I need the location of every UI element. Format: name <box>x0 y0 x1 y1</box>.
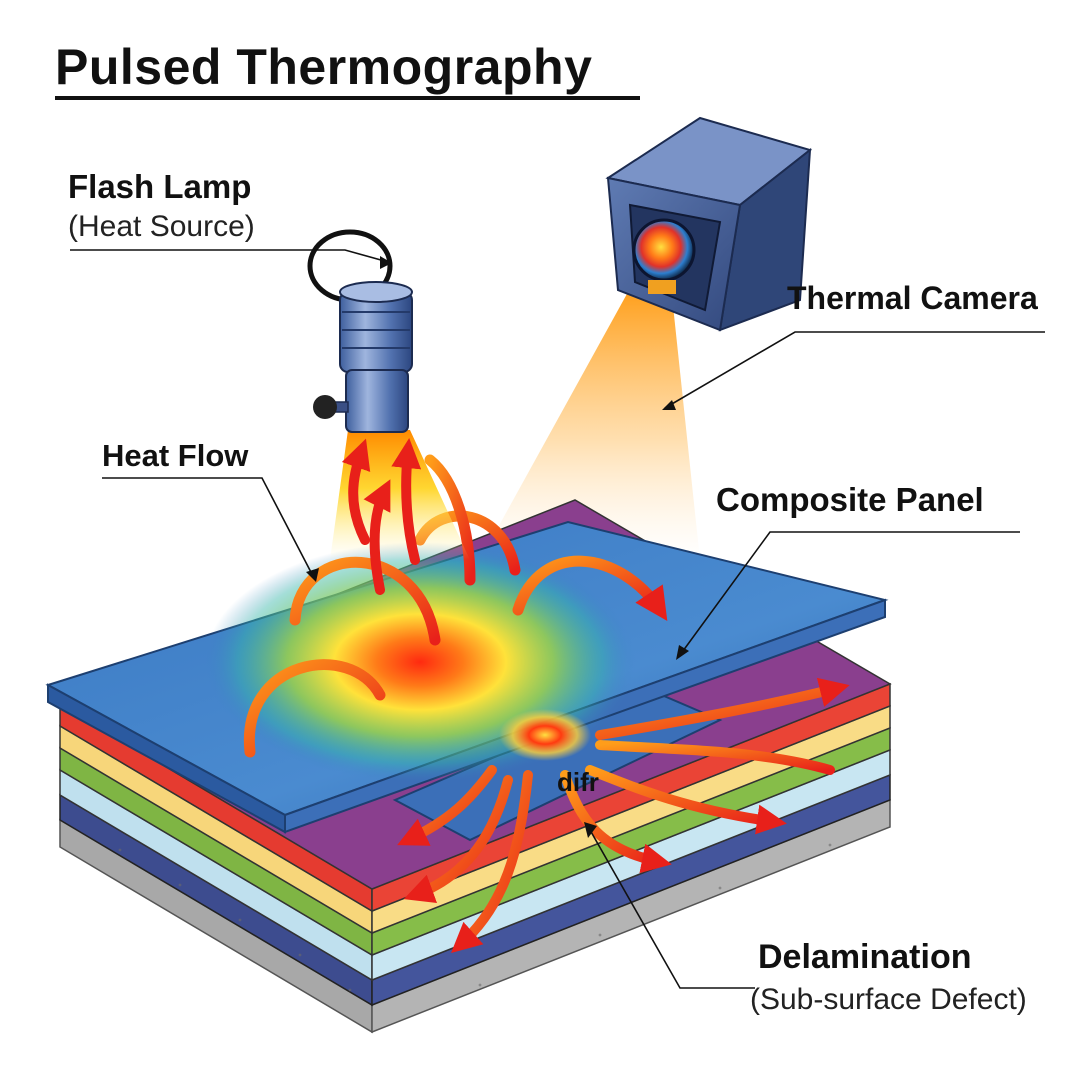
thermal-camera-leader <box>664 331 1045 409</box>
camera-view-beam <box>480 292 700 560</box>
delamination-leader <box>589 829 755 989</box>
flash-lamp-label: Flash Lamp <box>68 168 252 205</box>
delamination-leader-arrowhead <box>584 822 597 838</box>
composite-panel <box>45 520 889 834</box>
callout-leaders <box>70 249 1045 989</box>
delamination-label: Delamination <box>758 938 972 976</box>
flash-lamp-leader <box>70 249 389 263</box>
defect-mark-label: difr <box>557 767 599 797</box>
composite-panel-leader-arrowhead <box>676 645 689 660</box>
flash-lamp-device <box>307 229 413 433</box>
thermal-camera-device <box>605 116 813 332</box>
heat-flow-label: Heat Flow <box>102 438 249 473</box>
subsurface-heat-flow-arrows <box>397 677 850 953</box>
diagram-title: Pulsed Thermography <box>55 39 593 95</box>
lamp-heat-arrows <box>341 438 422 595</box>
heat-flow-leader <box>102 477 315 579</box>
flash-lamp-sublabel: (Heat Source) <box>68 210 255 243</box>
composite-panel-leader <box>679 531 1020 656</box>
composite-panel-label: Composite Panel <box>716 481 984 518</box>
heat-flow-leader-arrowhead <box>306 568 319 582</box>
surface-heat-flow-arrows <box>243 454 668 758</box>
thermal-camera-label: Thermal Camera <box>787 280 1038 316</box>
defect-hot-spot <box>499 709 591 761</box>
flash-lamp-leader-arrowhead <box>380 256 392 269</box>
delamination-sublabel: (Sub-surface Defect) <box>750 983 1027 1016</box>
thermal-camera-leader-arrowhead <box>662 400 676 410</box>
